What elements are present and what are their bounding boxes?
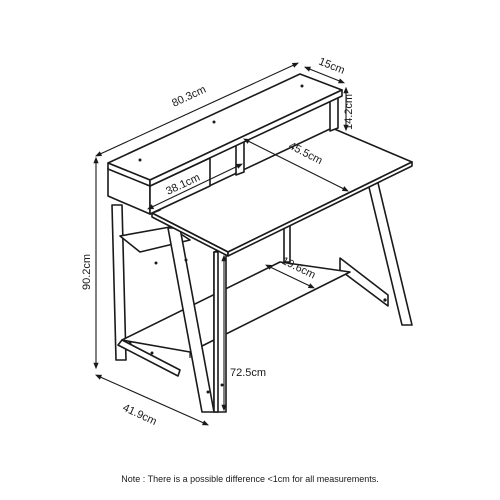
total-width-line: [95, 62, 299, 157]
hutch-depth-line: [303, 66, 346, 84]
shelf-depth-line: [265, 264, 315, 289]
total-depth-line: [94, 374, 210, 426]
lower-shelf: [121, 261, 351, 353]
total-width-label: 80.3cm: [170, 84, 208, 110]
dimension-lines: [93, 62, 349, 426]
measurement-note: Note : There is a possible difference <1…: [121, 474, 379, 484]
inner-width-line: [147, 163, 243, 210]
back-right-brace: [339, 257, 389, 307]
hutch-height-label: 14.2cm: [343, 94, 355, 130]
back-right-leg: [367, 182, 413, 326]
total-height-label: 90.2cm: [81, 254, 93, 290]
desk-height-label: 72.5cm: [230, 367, 266, 379]
left-lower-crossbar: [117, 339, 181, 377]
desk-width-line: [243, 138, 349, 192]
desk-illustration: [107, 73, 413, 413]
total-depth-label: 41.9cm: [121, 402, 159, 428]
front-right-leg-face: [213, 251, 219, 413]
desktop-right-edge: [227, 161, 413, 257]
back-left-leg: [111, 204, 127, 361]
